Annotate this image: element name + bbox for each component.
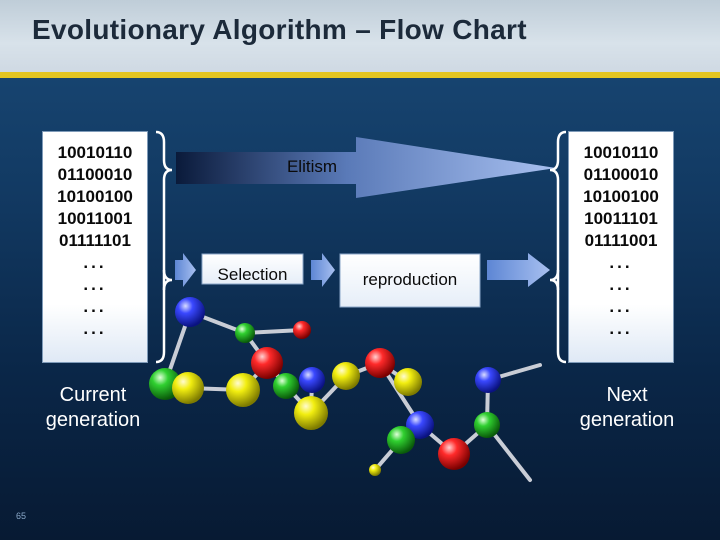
chromosome-row: 10100100 xyxy=(57,187,133,206)
current-brace xyxy=(155,130,173,364)
title-bar: Evolutionary Algorithm – Flow Chart xyxy=(0,0,720,72)
chromosome-row: 01100010 xyxy=(57,165,133,184)
page-number: 65 xyxy=(16,511,27,521)
elitism-label: Elitism xyxy=(286,157,338,176)
ellipsis-row: ... xyxy=(609,297,633,316)
chromosome-row: 10011001 xyxy=(57,209,133,228)
caption-line: generation xyxy=(579,409,675,431)
chromosome-row: 01100010 xyxy=(583,165,659,184)
chromosome-row: 01111001 xyxy=(584,231,658,250)
current-generation-caption: Current generation xyxy=(23,383,163,433)
caption-line: Current xyxy=(59,384,127,406)
title-divider xyxy=(0,72,720,78)
ellipsis-row: ... xyxy=(83,319,107,338)
caption-line: Next xyxy=(606,384,648,406)
next-generation-box: 10010110 01100010 10100100 10011101 0111… xyxy=(568,131,674,363)
caption-line: generation xyxy=(45,409,141,431)
next-brace xyxy=(549,130,567,364)
reproduction-label: reproduction xyxy=(362,270,458,289)
chromosome-row: 10011101 xyxy=(584,209,658,228)
ellipsis-row: ... xyxy=(83,297,107,316)
selection-box xyxy=(201,253,304,285)
chromosome-row: 10010110 xyxy=(57,143,133,162)
ellipsis-row: ... xyxy=(609,253,633,272)
chromosome-row: 01111101 xyxy=(59,231,131,250)
ellipsis-row: ... xyxy=(609,319,633,338)
elitism-arrow xyxy=(176,137,556,198)
selection-out-arrow xyxy=(311,253,335,287)
chromosome-row: 10100100 xyxy=(583,187,659,206)
reproduction-out-arrow xyxy=(487,253,550,287)
chromosome-row: 10010110 xyxy=(583,143,659,162)
reproduction-box xyxy=(339,253,481,308)
selection-label: Selection xyxy=(217,265,288,284)
current-generation-box: 10010110 01100010 10100100 10011001 0111… xyxy=(42,131,148,363)
selection-in-arrow xyxy=(175,253,196,287)
ellipsis-row: ... xyxy=(83,275,107,294)
ellipsis-row: ... xyxy=(83,253,107,272)
page-title: Evolutionary Algorithm – Flow Chart xyxy=(32,14,527,45)
ellipsis-row: ... xyxy=(609,275,633,294)
next-generation-caption: Next generation xyxy=(557,383,697,433)
